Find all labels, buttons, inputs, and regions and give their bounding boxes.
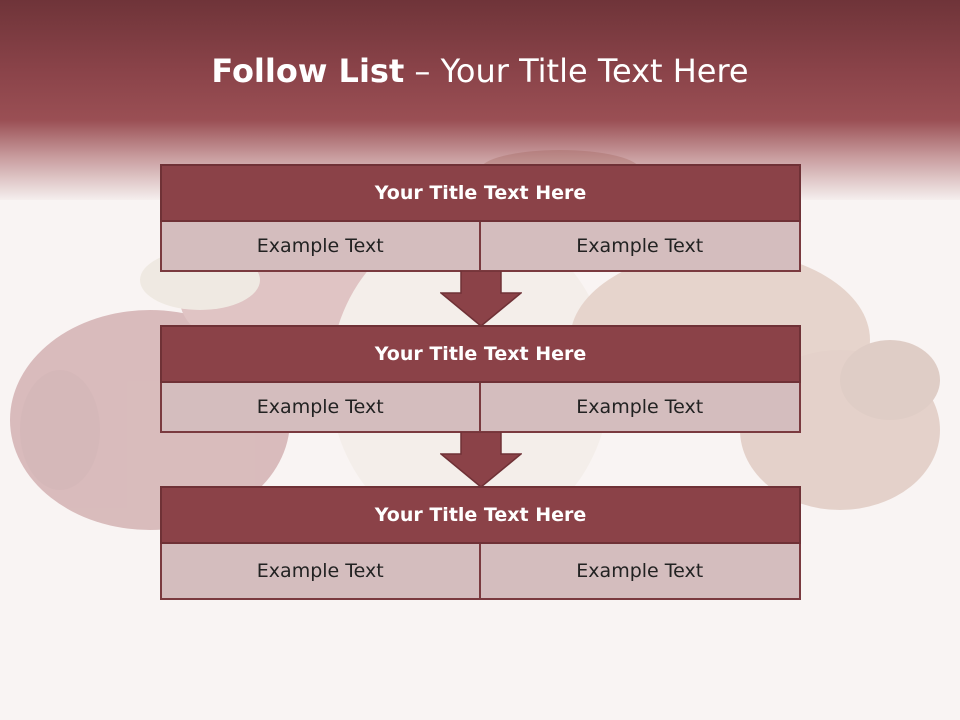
- block-title[interactable]: Your Title Text Here: [160, 486, 801, 544]
- down-arrow-icon: [440, 432, 522, 488]
- list-block-3: Your Title Text Here Example Text Exampl…: [160, 486, 801, 600]
- block-row: Example Text Example Text: [160, 544, 801, 600]
- slide-title: Follow List – Your Title Text Here: [0, 52, 960, 90]
- block-cell-right[interactable]: Example Text: [480, 544, 801, 600]
- block-row: Example Text Example Text: [160, 222, 801, 272]
- title-separator: –: [404, 52, 441, 90]
- down-arrow-icon: [440, 271, 522, 327]
- block-cell-left[interactable]: Example Text: [160, 544, 481, 600]
- block-title[interactable]: Your Title Text Here: [160, 164, 801, 222]
- title-subtitle: Your Title Text Here: [440, 52, 749, 90]
- block-cell-right[interactable]: Example Text: [480, 383, 801, 433]
- block-cell-left[interactable]: Example Text: [160, 383, 481, 433]
- block-row: Example Text Example Text: [160, 383, 801, 433]
- title-bold: Follow List: [211, 52, 405, 90]
- list-block-2: Your Title Text Here Example Text Exampl…: [160, 325, 801, 433]
- block-cell-right[interactable]: Example Text: [480, 222, 801, 272]
- list-block-1: Your Title Text Here Example Text Exampl…: [160, 164, 801, 272]
- block-title[interactable]: Your Title Text Here: [160, 325, 801, 383]
- block-cell-left[interactable]: Example Text: [160, 222, 481, 272]
